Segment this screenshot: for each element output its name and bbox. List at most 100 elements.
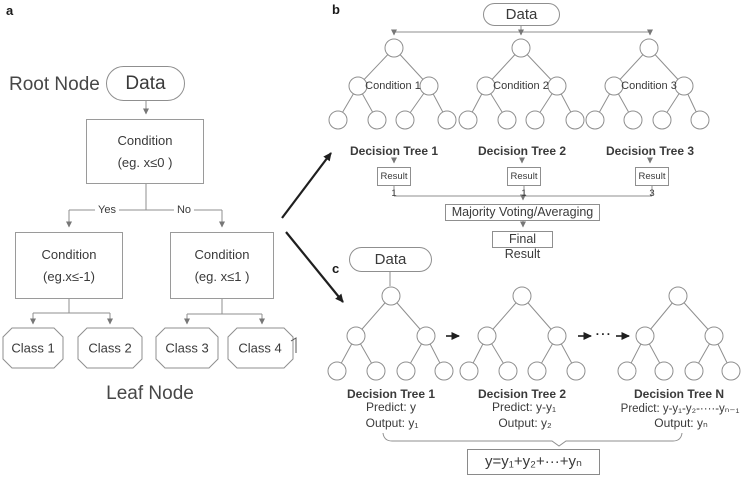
tree-node <box>617 361 637 381</box>
tree-node <box>366 361 386 381</box>
panel-c-tree-nodes <box>327 286 741 381</box>
tree-node <box>477 326 497 346</box>
tree-node <box>346 326 366 346</box>
root-node-caption: Root Node <box>9 74 100 95</box>
tree-node <box>384 38 404 58</box>
tree-node <box>327 361 347 381</box>
tree-node <box>674 76 694 96</box>
data-capsule-b-label: Data <box>505 6 538 23</box>
formula-box: y=y₁+y₂+···+yₙ <box>467 449 600 475</box>
stray-mark <box>290 337 297 353</box>
tree-node <box>476 76 496 96</box>
condition-line2: (eg.x≤-1) <box>43 268 95 284</box>
brace <box>382 432 683 447</box>
left-condition-box: Condition (eg.x≤-1) <box>15 232 123 299</box>
tree-node <box>684 361 704 381</box>
sequence-ellipsis: ··· <box>595 327 613 341</box>
data-capsule-a-label: Data <box>125 72 166 94</box>
panel-b-tree-nodes <box>328 38 710 130</box>
arrow-to-panel-c <box>285 231 344 303</box>
branch-yes-label: Yes <box>95 204 119 216</box>
condition-label: Condition 2 <box>493 80 549 92</box>
class-label: Class 1 <box>11 340 55 356</box>
tree-node <box>652 110 672 130</box>
panel-c-letter: c <box>332 261 340 276</box>
final-result-box: Final Result <box>492 231 553 261</box>
output-label: Output: y₂ <box>498 416 552 430</box>
tree-node <box>654 361 674 381</box>
right-condition-box: Condition (eg. x≤1 ) <box>170 232 274 299</box>
class-label: Class 3 <box>165 340 209 356</box>
tree-node <box>721 361 741 381</box>
tree-node <box>434 361 454 381</box>
tree-node <box>396 361 416 381</box>
decision-tree-label: Decision Tree 2 <box>477 387 567 401</box>
tree-node <box>623 110 643 130</box>
data-capsule-c: Data <box>349 247 432 272</box>
tree-node <box>419 76 439 96</box>
tree-node <box>635 326 655 346</box>
output-label: Output: yₙ <box>654 416 708 430</box>
decision-tree-label: Decision Tree 3 <box>605 144 695 158</box>
data-capsule-a: Data <box>106 66 185 101</box>
branch-arrows <box>281 152 344 303</box>
tree-node <box>437 110 457 130</box>
panel-a-class-octagons <box>2 327 294 369</box>
tree-node <box>497 110 517 130</box>
tree-node <box>511 38 531 58</box>
panel-c-connectors <box>336 272 732 372</box>
result-box: Result 1 <box>507 167 541 199</box>
decision-tree-label: Decision Tree 1 <box>349 144 439 158</box>
panel-a-letter: a <box>6 3 14 18</box>
tree-node <box>547 326 567 346</box>
tree-node <box>566 361 586 381</box>
panel-a-connectors <box>30 101 265 325</box>
tree-node <box>547 76 567 96</box>
condition-line1: Condition <box>41 247 97 263</box>
condition-label: Condition 3 <box>621 80 677 92</box>
panel-b-connectors <box>337 26 701 228</box>
root-condition-box: Condition (eg. x≤0 ) <box>86 119 204 184</box>
predict-label: Predict: y-y₁-y₂-····-yₙ₋₁ <box>620 403 740 415</box>
predict-label: Predict: y <box>365 400 417 414</box>
tree-node <box>668 286 688 306</box>
tree-node <box>704 326 724 346</box>
class-label: Class 4 <box>238 340 282 356</box>
class-octagon <box>2 327 64 369</box>
tree-node <box>367 110 387 130</box>
tree-node <box>512 286 532 306</box>
tree-node <box>527 361 547 381</box>
class-octagon <box>155 327 219 369</box>
tree-node <box>639 38 659 58</box>
tree-node <box>604 76 624 96</box>
tree-node <box>458 110 478 130</box>
output-label: Output: y₁ <box>365 416 419 430</box>
tree-node <box>381 286 401 306</box>
condition-line1: Condition <box>117 133 173 149</box>
class-octagon <box>227 327 294 369</box>
tree-node <box>459 361 479 381</box>
decision-tree-label: Decision Tree 1 <box>346 387 436 401</box>
tree-node <box>328 110 348 130</box>
leaf-node-caption: Leaf Node <box>106 383 194 404</box>
condition-line1: Condition <box>194 247 250 263</box>
data-capsule-c-label: Data <box>374 251 407 268</box>
class-label: Class 2 <box>88 340 132 356</box>
branch-no-label: No <box>173 204 195 216</box>
result-box: Result 1 <box>377 167 411 199</box>
decision-tree-label: Decision Tree 2 <box>477 144 567 158</box>
tree-node <box>395 110 415 130</box>
predict-label: Predict: y-y₁ <box>491 400 557 414</box>
result-box: Result 3 <box>635 167 669 199</box>
majority-voting-box: Majority Voting/Averaging <box>445 204 600 221</box>
tree-node <box>525 110 545 130</box>
tree-node <box>416 326 436 346</box>
condition-label: Condition 1 <box>365 80 421 92</box>
data-capsule-b: Data <box>483 3 560 26</box>
tree-node <box>585 110 605 130</box>
arrow-to-panel-b <box>281 152 332 219</box>
tree-node <box>498 361 518 381</box>
condition-line2: (eg. x≤0 ) <box>117 154 173 170</box>
